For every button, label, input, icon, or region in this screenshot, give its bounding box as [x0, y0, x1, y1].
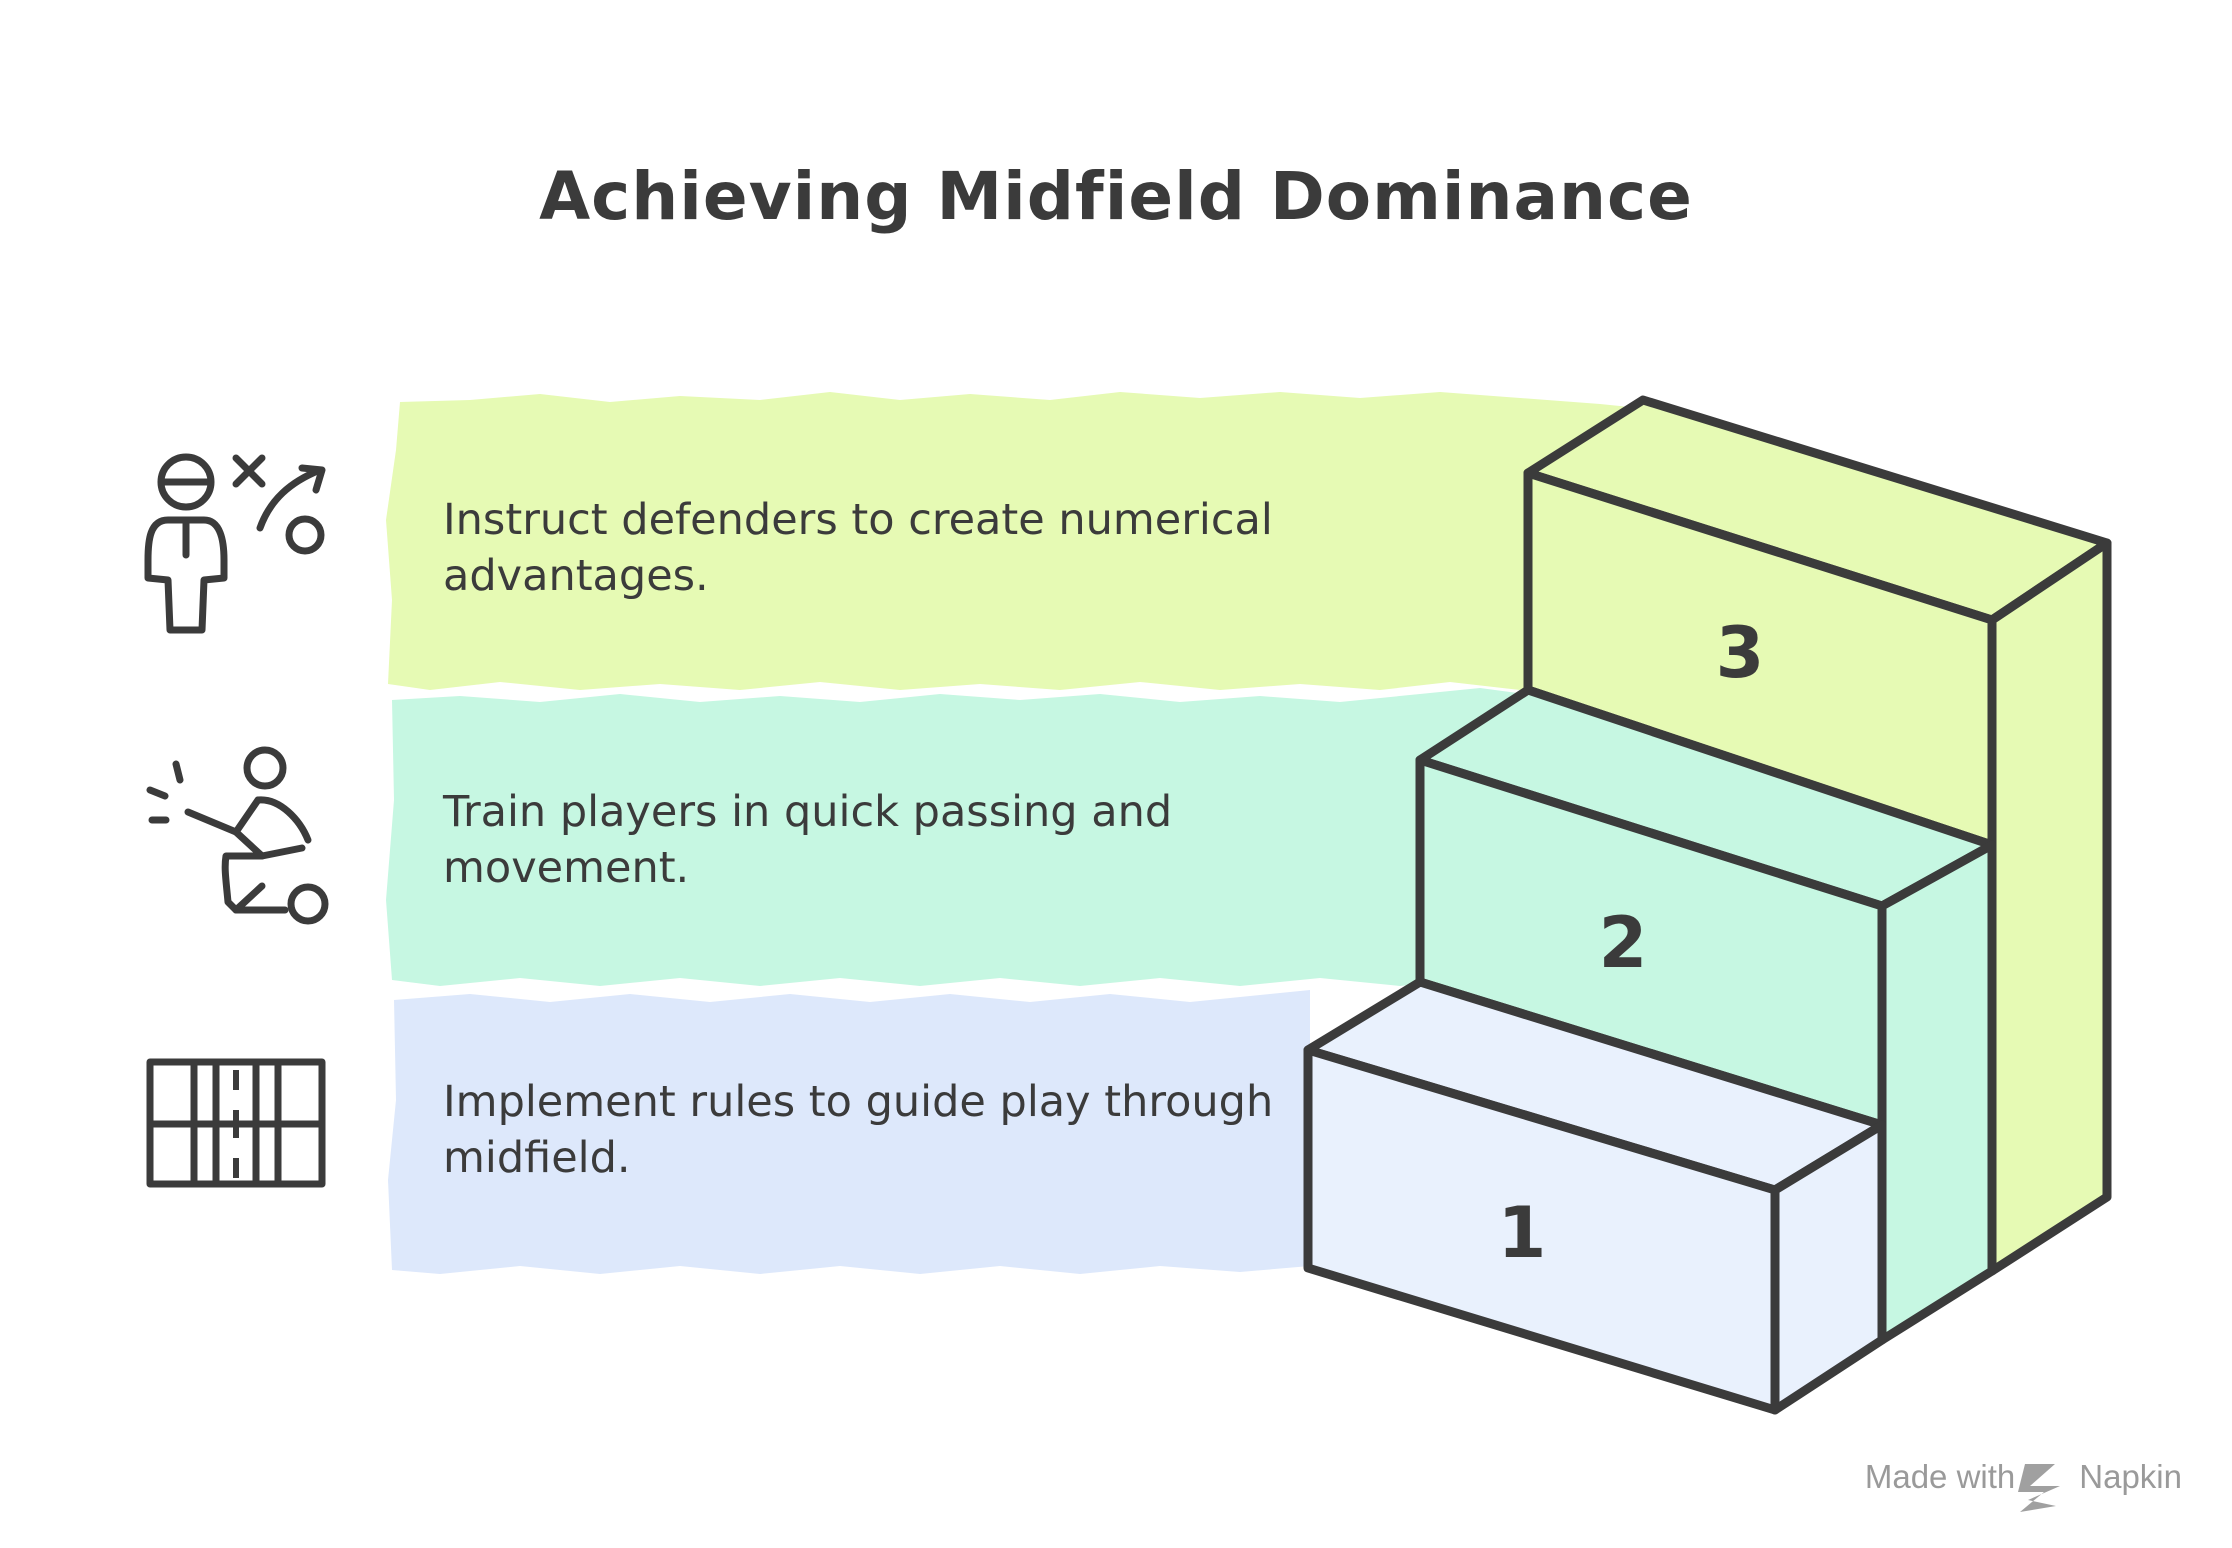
step-2-number: 2: [1598, 902, 1648, 984]
band-step-1: [388, 990, 1310, 1274]
made-with-napkin-watermark[interactable]: Made with Napkin: [1865, 1458, 2182, 1496]
step-2-description: Train players in quick passing and movem…: [443, 787, 1173, 893]
step-1-number: 1: [1497, 1192, 1547, 1274]
field-layout-icon: [146, 1058, 326, 1188]
step-3-number: 3: [1715, 612, 1765, 694]
band-step-2: [386, 688, 1540, 986]
step-2-block: [1415, 685, 1997, 1345]
coach-tactics-icon: [144, 453, 326, 634]
step-3-description: Instruct defenders to create numerical a…: [443, 495, 1273, 601]
band-step-3: [386, 392, 1660, 690]
player-kicking-ball-icon: [146, 746, 329, 925]
napkin-logo-icon: [2018, 1464, 2060, 1512]
diagram-title: Achieving Midfield Dominance: [539, 158, 1693, 235]
made-with-label: Made with: [1864, 1458, 2016, 1495]
step-1-block: [1303, 977, 1887, 1415]
step-1-description: Implement rules to guide play through mi…: [443, 1077, 1274, 1183]
napkin-brand-label: Napkin: [2079, 1458, 2182, 1495]
